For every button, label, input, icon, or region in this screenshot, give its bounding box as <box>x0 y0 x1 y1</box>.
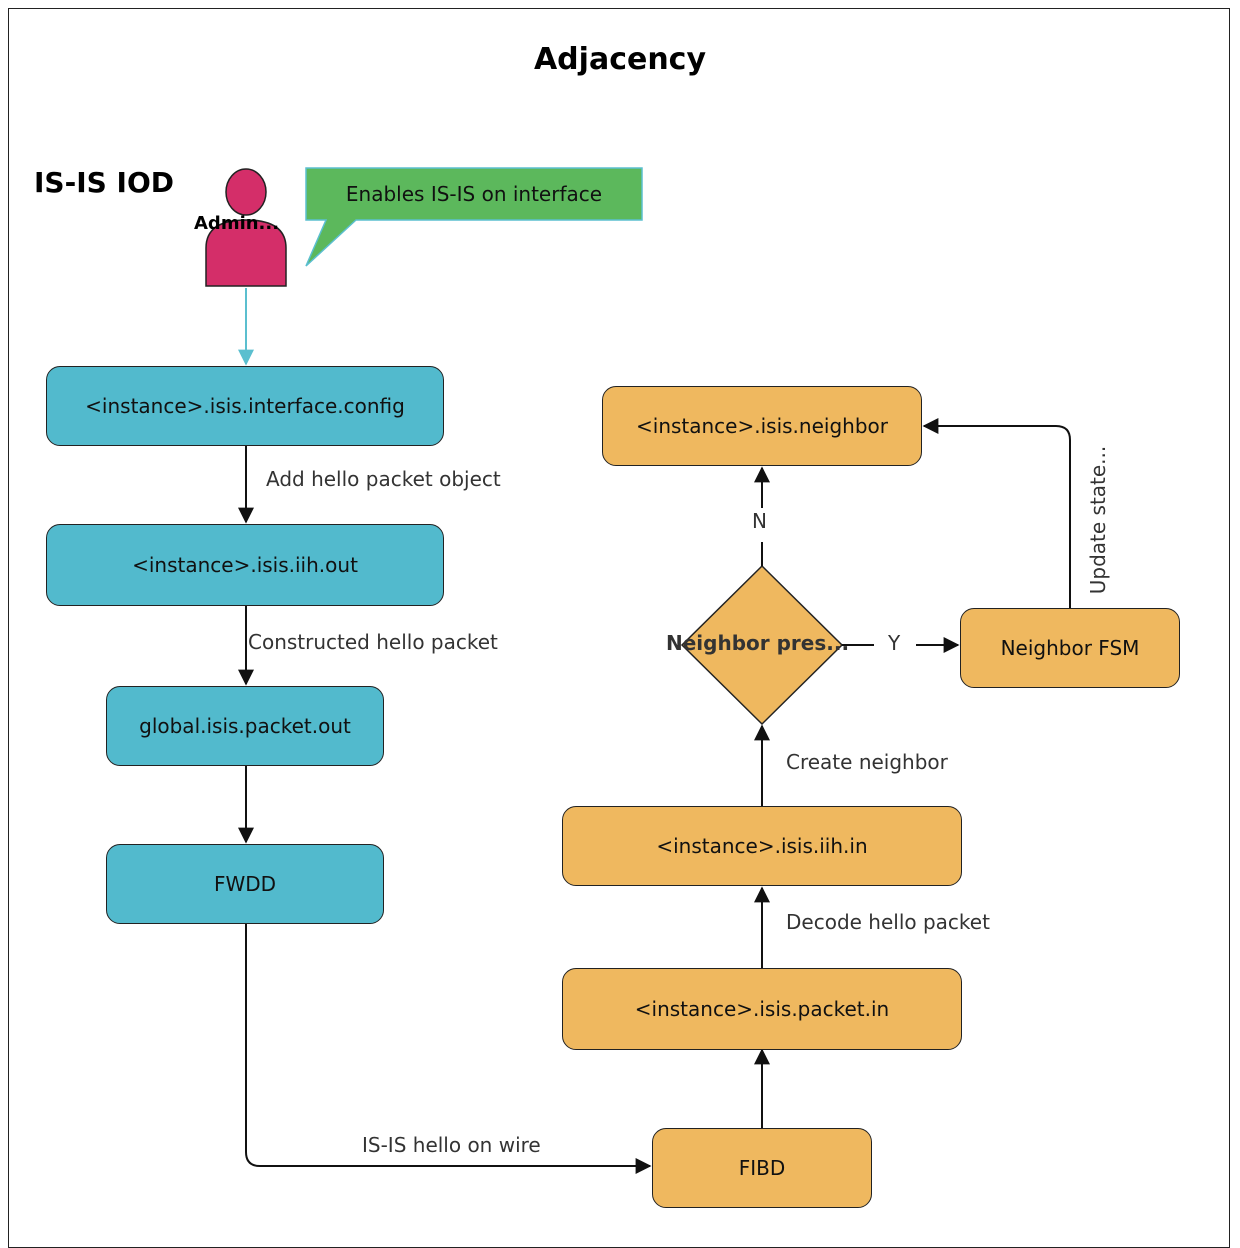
interface-config-node: <instance>.isis.interface.config <box>46 366 444 446</box>
iih-in-node: <instance>.isis.iih.in <box>562 806 962 886</box>
packet-out-node: global.isis.packet.out <box>106 686 384 766</box>
fibd-node: FIBD <box>652 1128 872 1208</box>
iih-out-node: <instance>.isis.iih.out <box>46 524 444 606</box>
update-state-label: Update state... <box>1086 445 1110 595</box>
add-hello-label: Add hello packet object <box>266 467 501 491</box>
fwdd-node: FWDD <box>106 844 384 924</box>
neighbor-node: <instance>.isis.neighbor <box>602 386 922 466</box>
neighbor-fsm-node: Neighbor FSM <box>960 608 1180 688</box>
hello-on-wire-label: IS-IS hello on wire <box>362 1133 541 1157</box>
no-label: N <box>752 509 767 533</box>
callout-bubble <box>305 167 643 267</box>
yes-label: Y <box>888 631 901 655</box>
callout-text: Enables IS-IS on interface <box>345 182 603 206</box>
neighbor-present-label: Neighbor pres... <box>666 631 850 655</box>
create-neighbor-label: Create neighbor <box>786 750 948 774</box>
fwdd-to-fibd-edge <box>245 924 652 1174</box>
update-state-edge <box>922 418 1071 608</box>
diagram-title: Adjacency <box>533 42 707 77</box>
admin-actor-icon <box>205 168 287 287</box>
neighbor-present-diamond <box>680 564 844 726</box>
packet-in-node: <instance>.isis.packet.in <box>562 968 962 1050</box>
constructed-hello-label: Constructed hello packet <box>248 630 498 654</box>
admin-actor-label: Admin... <box>194 213 280 234</box>
section-heading: IS-IS IOD <box>34 166 174 199</box>
decode-hello-label: Decode hello packet <box>786 910 990 934</box>
